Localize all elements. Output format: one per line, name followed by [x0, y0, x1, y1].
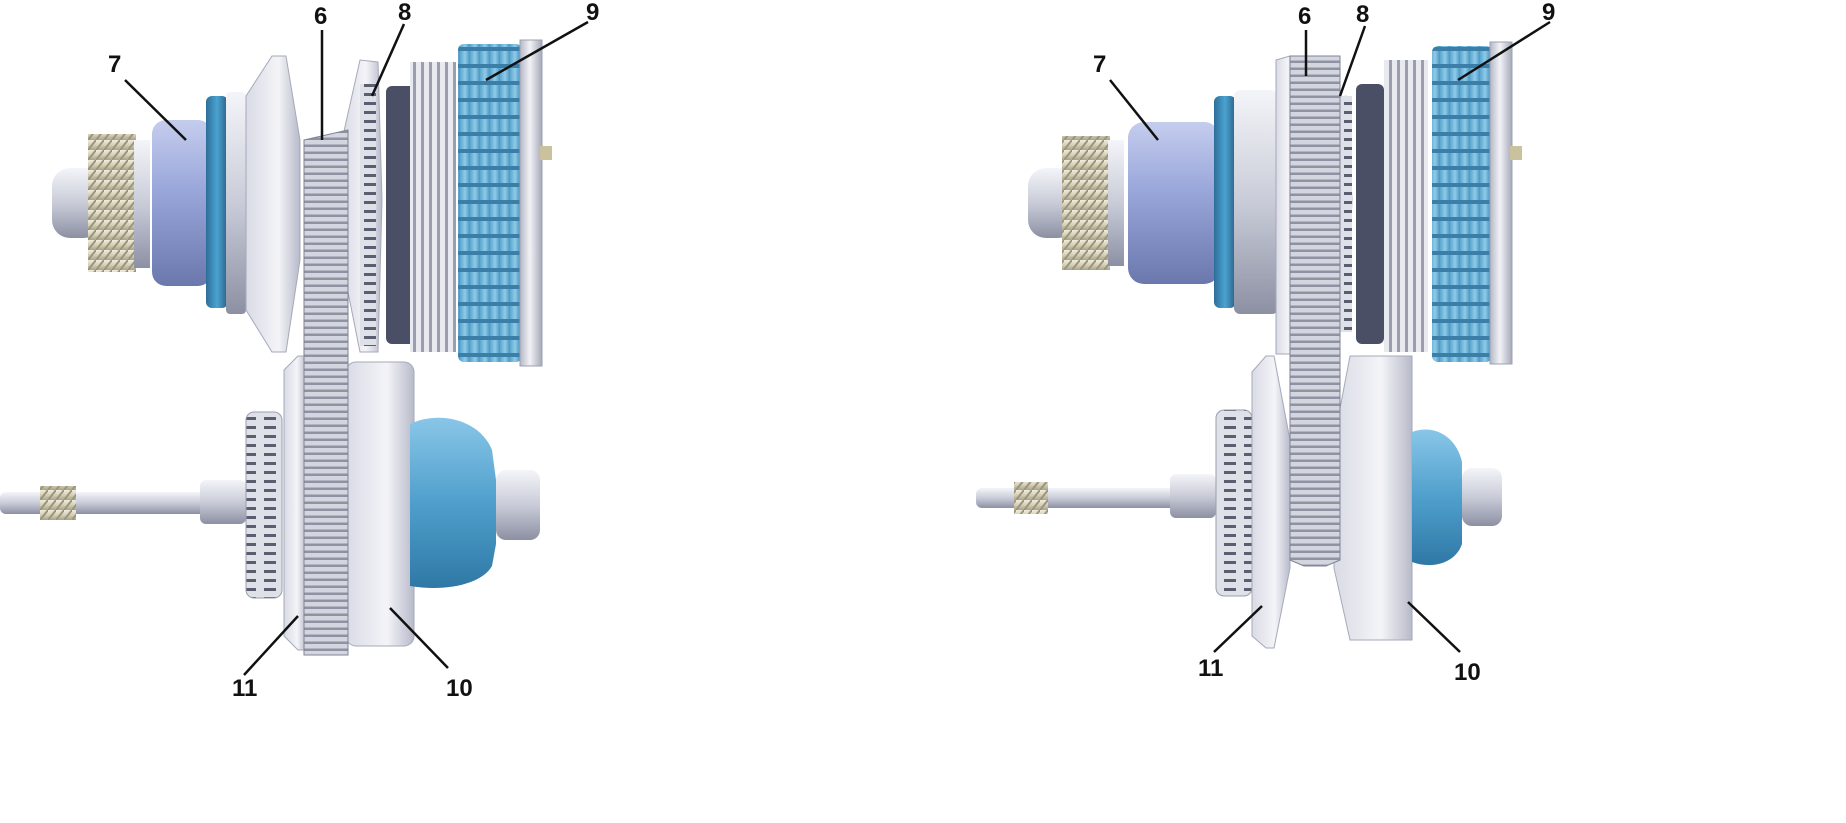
- sheave-10-left: [345, 361, 415, 647]
- callout-7-right: 7: [1093, 51, 1106, 78]
- sensor-ring-right: [1215, 409, 1253, 597]
- movable-sheave-left: [245, 55, 301, 353]
- secondary-pulley-right: [976, 355, 1502, 649]
- cylinder-right: [1234, 90, 1278, 314]
- leader-8-right: [1338, 25, 1367, 97]
- callout-9-left: 9: [586, 0, 599, 26]
- cylinder-left: [226, 92, 246, 314]
- leader-7-right: [1109, 79, 1159, 141]
- clutch-drum-9-right: [1432, 46, 1492, 362]
- callout-8-right: 8: [1356, 1, 1369, 28]
- sheave-11-left: [283, 355, 307, 651]
- leader-9-left: [485, 20, 589, 82]
- secondary-pulley-left: [0, 355, 540, 651]
- toothed-ring-8-left: [360, 84, 376, 346]
- bolt-left: [540, 146, 552, 160]
- nut-right: [1108, 140, 1124, 266]
- seal-ring-right: [1214, 96, 1236, 308]
- shaft-spline-right: [1014, 482, 1048, 514]
- seal-ring-left: [206, 96, 228, 308]
- leader-10-left: [389, 607, 449, 669]
- piston-housing-right: [1128, 122, 1220, 284]
- clutch-drum-9-left: [458, 44, 522, 362]
- primary-pulley-left: [52, 39, 552, 367]
- primary-pulley-right: [1028, 41, 1522, 365]
- callouts-left: 7 6 8 9 11 10: [108, 0, 599, 702]
- leader-9-right: [1457, 20, 1551, 82]
- leader-10-right: [1407, 601, 1461, 653]
- leader-11-right: [1213, 605, 1263, 653]
- nut-left: [134, 140, 150, 268]
- sheave-11-right: [1251, 355, 1291, 649]
- leader-11-left: [243, 615, 299, 676]
- input-gear-right: [1062, 136, 1110, 270]
- push-belt-6-left: [303, 129, 349, 656]
- callout-6-left: 6: [314, 3, 327, 30]
- clutch-hub-right: [1356, 84, 1384, 344]
- right-view: 7 6 8 9 11 10: [976, 0, 1555, 686]
- shaft-spline-left: [40, 486, 76, 520]
- clutch-plates-right: [1384, 60, 1428, 352]
- callout-10-right: 10: [1454, 659, 1481, 686]
- callout-10-left: 10: [446, 675, 473, 702]
- piston-housing-left: [152, 120, 212, 286]
- output-shaft-right: [976, 488, 1176, 508]
- end-plate-left: [519, 39, 543, 367]
- callout-11-right: 11: [1198, 655, 1223, 682]
- toothed-ring-8-right: [1340, 96, 1352, 332]
- end-plate-right: [1489, 41, 1513, 365]
- sheave-10-right: [1333, 355, 1413, 641]
- clutch-hub-left: [386, 86, 416, 344]
- shaft-collar-left: [200, 480, 246, 524]
- leader-7-left: [124, 79, 187, 141]
- piston-dome-left: [410, 417, 496, 588]
- shaft-end-cap-right: [1462, 468, 1502, 526]
- shaft-end-cap-left: [496, 470, 540, 540]
- output-shaft-left: [0, 492, 210, 514]
- callout-7-left: 7: [108, 51, 121, 78]
- callouts-right: 7 6 8 9 11 10: [1093, 0, 1555, 686]
- callout-6-right: 6: [1298, 3, 1311, 30]
- callout-11-left: 11: [232, 675, 257, 702]
- piston-dome-right: [1412, 429, 1462, 566]
- callout-8-left: 8: [398, 0, 411, 26]
- callout-9-right: 9: [1542, 0, 1555, 26]
- push-belt-6-right: [1289, 55, 1341, 567]
- left-view: 7 6 8 9 11 10: [0, 0, 599, 702]
- clutch-plates-left: [410, 62, 456, 352]
- bolt-right: [1510, 146, 1522, 160]
- input-gear-left: [88, 134, 136, 272]
- shaft-collar-right: [1170, 474, 1216, 518]
- leader-8-left: [370, 23, 406, 97]
- sensor-ring-left: [245, 411, 283, 599]
